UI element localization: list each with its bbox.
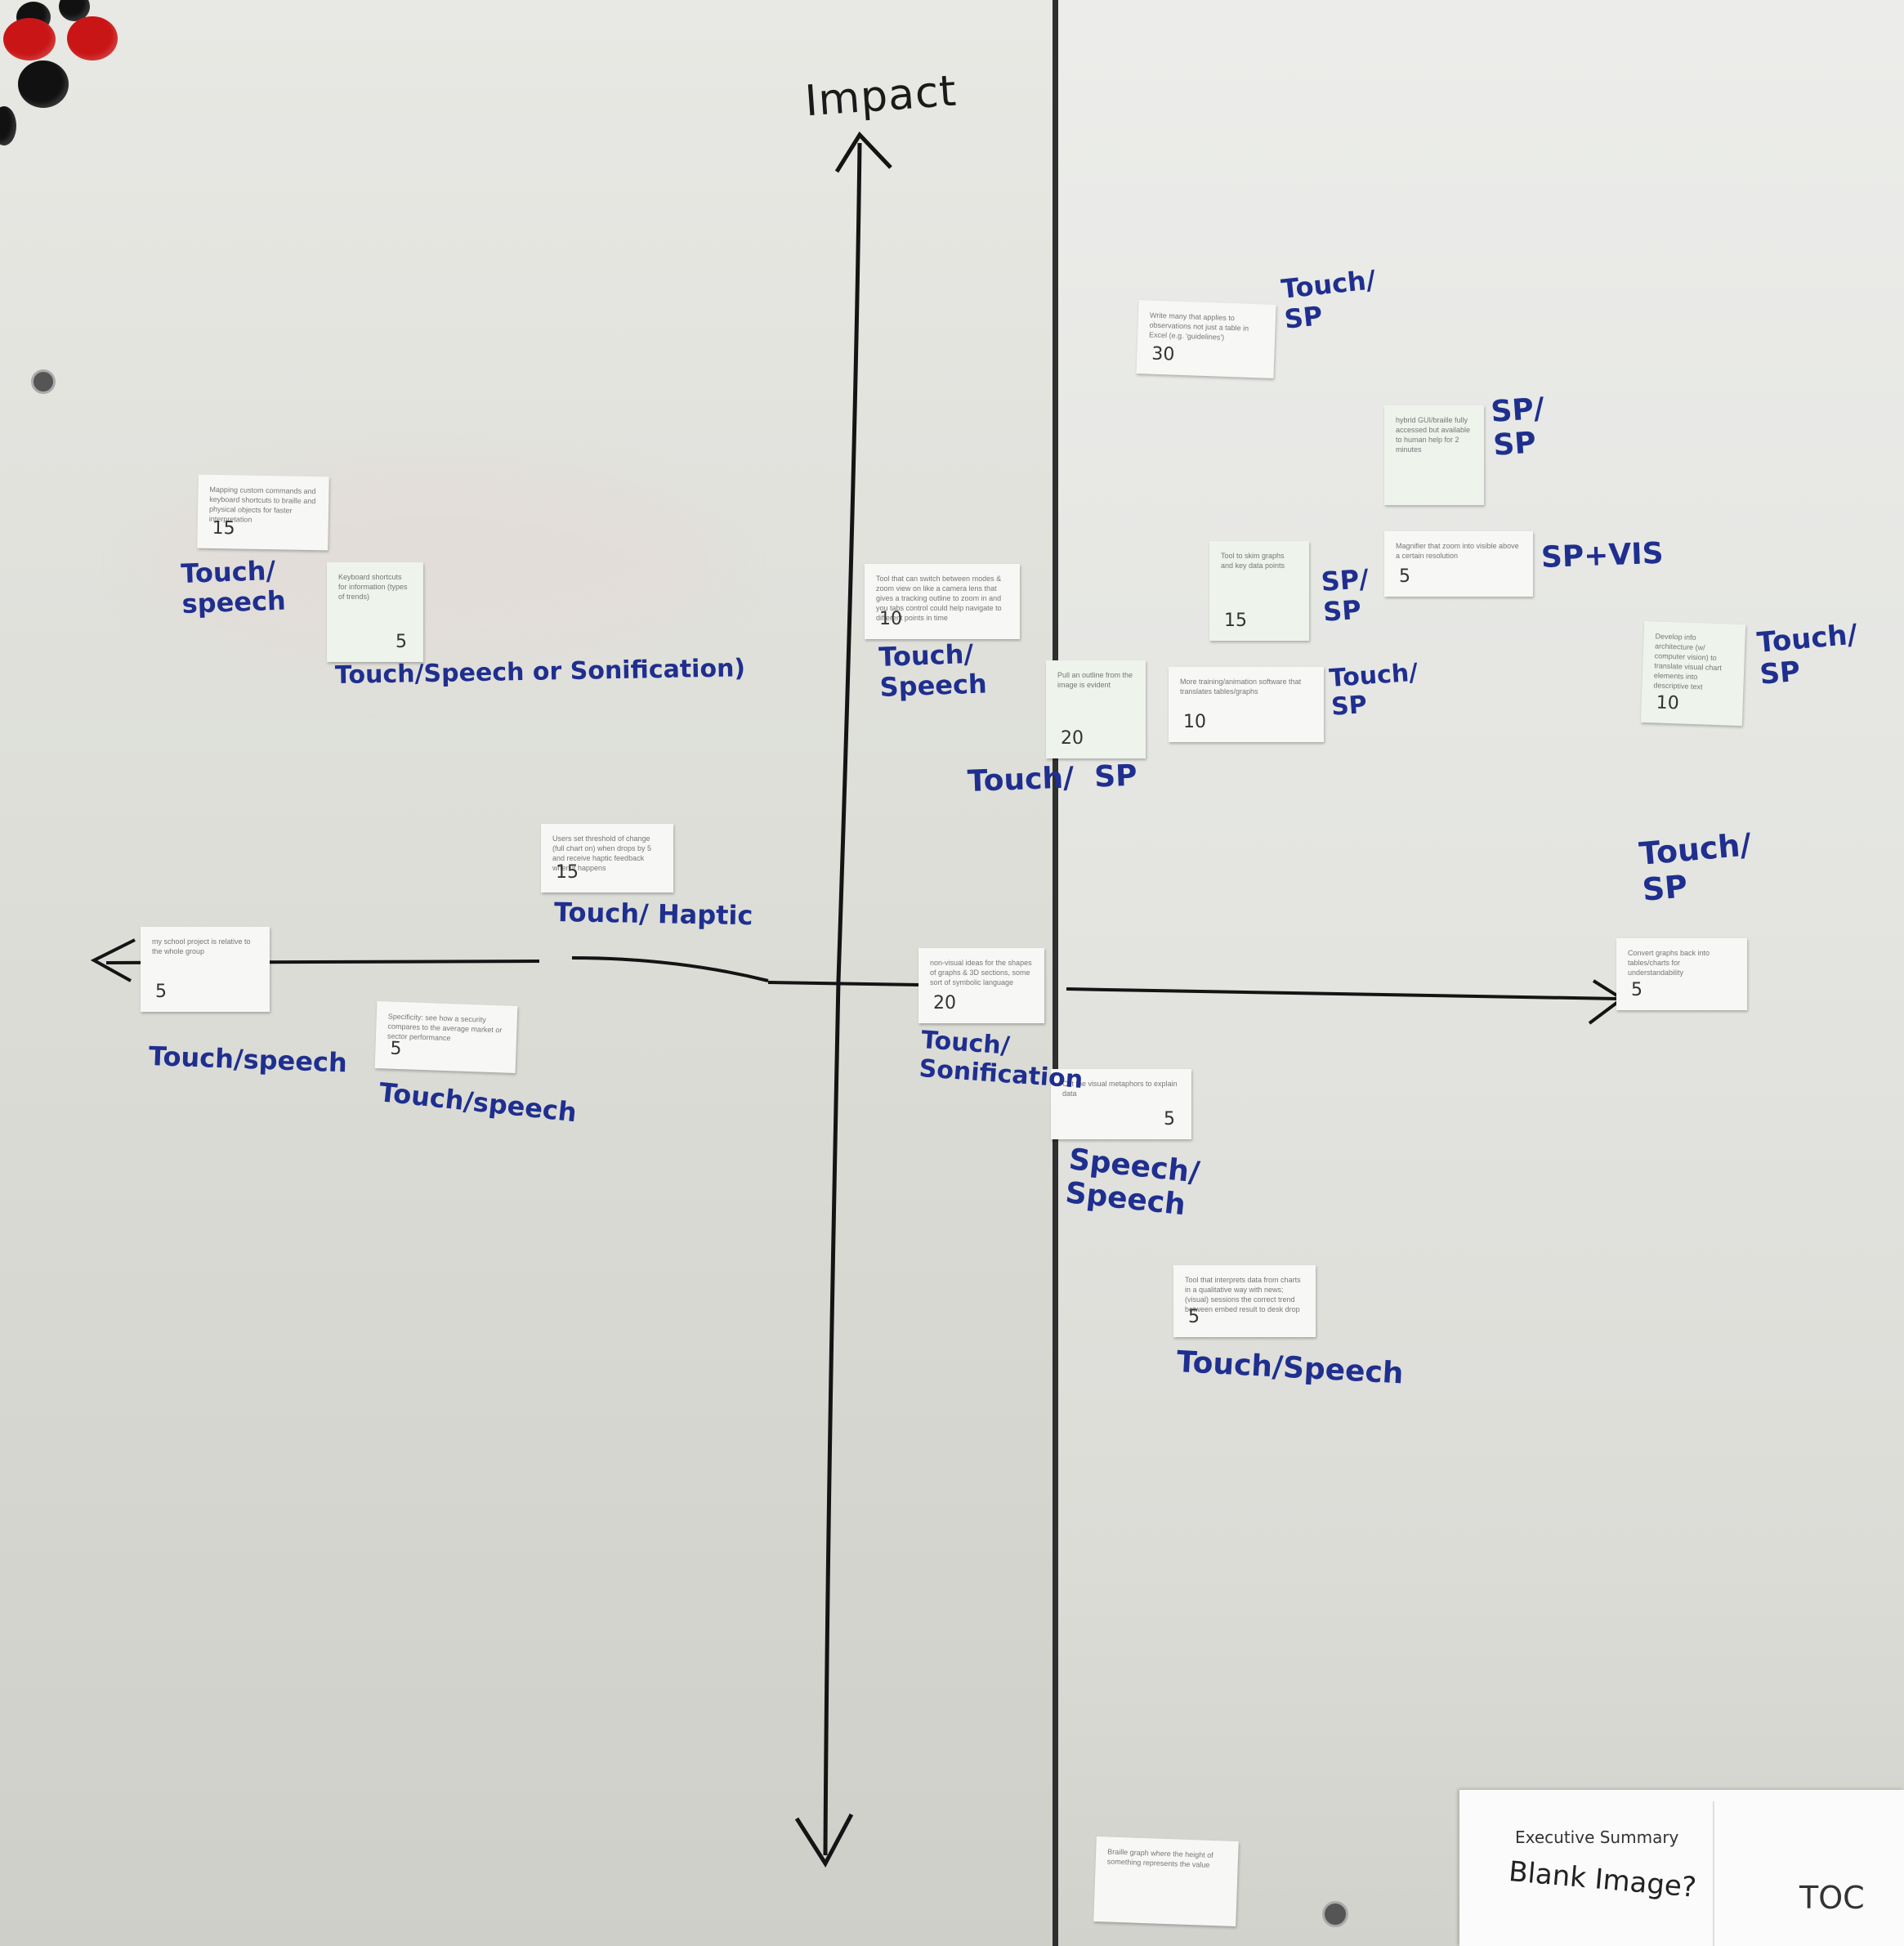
- note-text: Cut the visual metaphors to explain data: [1062, 1080, 1178, 1098]
- handwritten-label: Touch/ SP: [1280, 264, 1378, 335]
- sticky-note: Write many that applies to observations …: [1136, 300, 1276, 378]
- magnet-black: [0, 106, 16, 145]
- sheet-divider: [1713, 1801, 1714, 1946]
- sticky-note: Develop info architecture (w/ computer v…: [1640, 620, 1746, 727]
- board-screw: [1322, 1901, 1348, 1927]
- note-text: Specificity: see how a security compares…: [387, 1012, 503, 1043]
- sticky-note: hybrid GUI/braille fully accessed but av…: [1384, 405, 1484, 505]
- handwritten-label: SP/ SP: [1490, 391, 1546, 463]
- note-text: Write many that applies to observations …: [1148, 311, 1249, 342]
- note-number: 20: [1061, 728, 1084, 749]
- note-text: More training/animation software that tr…: [1180, 678, 1302, 696]
- note-number: 5: [1164, 1109, 1175, 1130]
- horizontal-axis-arrow-left: [90, 938, 136, 982]
- handwritten-label: Touch/ Speech: [878, 637, 988, 703]
- horizontal-axis-line-mid: [571, 956, 769, 982]
- sticky-note: Braille graph where the height of someth…: [1093, 1836, 1239, 1927]
- handwritten-label: Touch/ SP: [1638, 826, 1753, 908]
- note-text: Tool that interprets data from charts in…: [1185, 1276, 1301, 1313]
- sticky-note: Tool that interprets data from charts in…: [1173, 1265, 1316, 1337]
- note-number: 5: [1188, 1307, 1200, 1327]
- handwritten-label: Touch/ Haptic: [553, 897, 753, 932]
- sticky-note: Magnifier that zoom into visible above a…: [1384, 531, 1533, 597]
- note-text: Pull an outline from the image is eviden…: [1057, 671, 1133, 689]
- note-number: 15: [1224, 611, 1247, 631]
- note-number: 5: [155, 982, 167, 1002]
- sticky-note: non-visual ideas for the shapes of graph…: [918, 948, 1044, 1023]
- handwritten-label: Touch/ speech: [180, 554, 287, 620]
- handwritten-label: Touch/ SP: [1755, 618, 1859, 691]
- sticky-note: Mapping custom commands and keyboard sho…: [197, 474, 329, 551]
- magnet-black: [18, 60, 69, 108]
- note-text: Convert graphs back into tables/charts f…: [1628, 949, 1710, 977]
- horizontal-axis-line-right: [1066, 987, 1619, 1000]
- note-number: 5: [396, 632, 407, 652]
- sheet-toc: TOC: [1799, 1880, 1865, 1916]
- handwritten-label: Speech/ Speech: [1063, 1143, 1202, 1223]
- sticky-note: Convert graphs back into tables/charts f…: [1616, 938, 1747, 1010]
- note-text: Users set threshold of change (full char…: [552, 834, 652, 872]
- sticky-note: Tool that can switch between modes & zoo…: [865, 564, 1020, 639]
- note-number: 10: [1656, 692, 1680, 714]
- handwritten-label: SP+VIS: [1540, 536, 1665, 575]
- note-text: Magnifier that zoom into visible above a…: [1396, 542, 1519, 560]
- sticky-note: Users set threshold of change (full char…: [541, 824, 673, 892]
- sticky-note: my school project is relative to the who…: [141, 927, 270, 1012]
- note-text: Tool that can switch between modes & zoo…: [876, 575, 1002, 622]
- note-text: non-visual ideas for the shapes of graph…: [930, 959, 1032, 986]
- sheet-subtitle: Blank Image?: [1507, 1855, 1698, 1904]
- sticky-note: Specificity: see how a security compares…: [374, 1001, 518, 1073]
- note-number: 30: [1151, 343, 1175, 365]
- sticky-note: More training/animation software that tr…: [1169, 667, 1324, 742]
- note-number: 5: [390, 1038, 402, 1060]
- note-text: Tool to skim graphs and key data points: [1221, 552, 1285, 570]
- note-text: hybrid GUI/braille fully accessed but av…: [1396, 416, 1471, 454]
- note-number: 10: [879, 609, 902, 629]
- note-number: 15: [556, 862, 579, 883]
- note-number: 5: [1631, 980, 1643, 1000]
- panel-seam: [1053, 0, 1058, 1946]
- vertical-axis-arrow-up: [834, 131, 892, 173]
- horizontal-axis-line-mid2: [767, 981, 920, 986]
- note-number: 5: [1399, 566, 1410, 587]
- sticky-note: Tool to skim graphs and key data points …: [1209, 541, 1309, 641]
- sheet-title: Executive Summary: [1515, 1827, 1679, 1847]
- handwritten-label: Touch/ Sonification: [918, 1026, 1084, 1094]
- note-number: 15: [212, 517, 235, 539]
- handwritten-label: Touch/ SP: [967, 758, 1138, 799]
- note-text: Develop info architecture (w/ computer v…: [1653, 632, 1722, 691]
- sticky-note: Cut the visual metaphors to explain data…: [1051, 1069, 1191, 1139]
- magnet-red: [67, 16, 118, 60]
- note-number: 10: [1183, 712, 1206, 732]
- note-text: Braille graph where the height of someth…: [1106, 1847, 1213, 1869]
- vertical-axis-arrow-down: [794, 1813, 854, 1868]
- vertical-axis-line: [823, 142, 862, 1856]
- note-text: my school project is relative to the who…: [152, 937, 251, 955]
- note-text: Keyboard shortcuts for information (type…: [338, 573, 408, 601]
- sticky-note: Keyboard shortcuts for information (type…: [327, 562, 423, 662]
- handwritten-label: Touch/ SP: [1328, 658, 1419, 722]
- handwritten-label: SP/ SP: [1320, 563, 1370, 628]
- board-screw: [31, 369, 56, 394]
- sticky-note: Pull an outline from the image is eviden…: [1046, 660, 1146, 758]
- magnet-red: [3, 18, 56, 60]
- note-number: 20: [933, 993, 956, 1013]
- executive-summary-sheet: Executive Summary Blank Image? TOC: [1459, 1790, 1904, 1946]
